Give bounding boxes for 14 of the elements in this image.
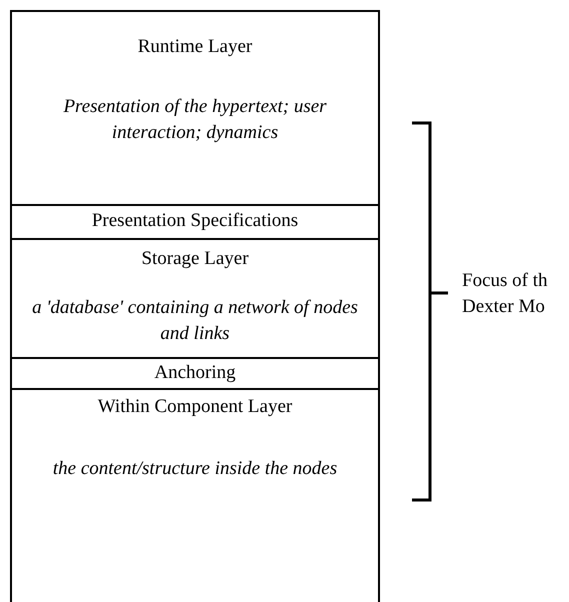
layer-title: Anchoring (153, 361, 237, 385)
layer-title: Presentation Specifications (90, 209, 300, 233)
bracket-label: Focus of th Dexter Mo (462, 269, 548, 319)
layer-title: Runtime Layer (136, 35, 254, 59)
layer-box (10, 204, 380, 238)
layer-title: Storage Layer (140, 247, 250, 271)
layer-description: a 'database' containing a network of nodes and links (31, 296, 359, 346)
layer-title: Within Component Layer (96, 395, 294, 419)
layer-box (10, 10, 380, 204)
layer-box (10, 238, 380, 357)
layer-box (10, 357, 380, 388)
layer-description: the content/structure inside the nodes (52, 457, 338, 481)
layer-box (10, 388, 380, 602)
layer-description: Presentation of the hypertext; user interaction; dynamics (62, 95, 328, 145)
